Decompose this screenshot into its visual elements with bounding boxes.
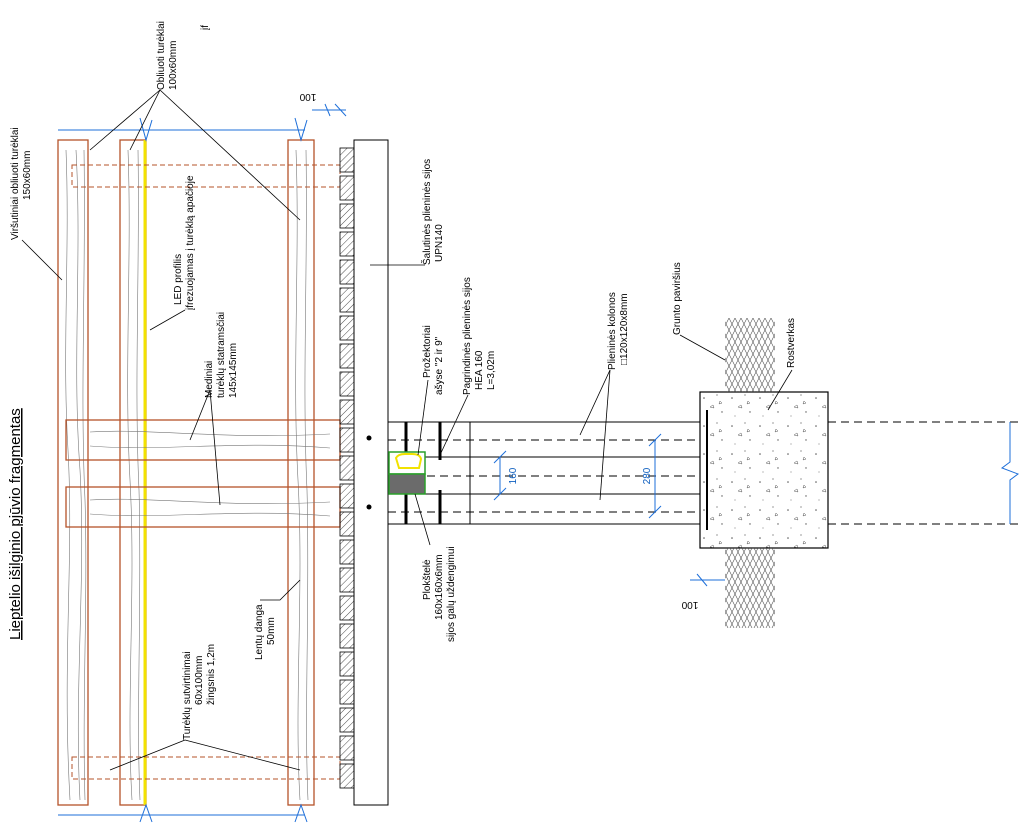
dim-100-bottom: 100 [681,599,698,610]
deck-planks [339,147,355,789]
dim-160: 160 [508,467,519,484]
label-lentu-1: Lentų danga [254,604,265,660]
label-plokstele-3: sijos galų uždengimui [446,546,457,642]
label-obliuoti-1: Obliuoti turėklai [156,21,167,90]
label-salutines-2: UPN140 [434,224,445,262]
railing-group [57,117,341,823]
upn140-beam [353,139,389,806]
dimensions: 160 280 100 100 [299,91,725,610]
bolt-icon [366,504,372,510]
foundation [699,318,1022,628]
label-pagrindines-1: Pagrindinės plieninės sijos [462,277,473,395]
label-salutines-1: Šalutinės plieninės sijos [420,159,433,265]
label-mediniai-1: Mediniai [204,361,215,398]
label-mediniai-3: 145x145mm [228,343,239,398]
cover-plate [388,473,426,495]
label-prozektoriai-2: ašyse "2 ir 9" [434,336,445,395]
label-plokstele-2: 160x160x6mm [434,554,445,620]
label-kolonos-2: □120x120x8mm [619,293,630,365]
label-rostverkas: Rostverkas [786,318,797,368]
label-virsutiniai-2: 150x60mm [22,151,33,200]
dim-100-top: 100 [299,91,316,102]
label-kolonos-1: Plieninės kolonos [607,292,618,370]
label-led-1: LED profilis [173,254,184,305]
label-mediniai-2: turėklų statramsčiai [216,312,227,398]
label-plokstele-1: Plokštelė [422,559,433,600]
top-rail-150x60 [57,139,89,806]
label-pagrindines-2: HEA 160 [474,350,485,390]
label-prozektoriai-1: Prožektoriai [422,325,433,378]
steel-structure [353,139,700,806]
label-pagrindines-3: L=3,02m [486,351,497,390]
soil-top [725,318,775,392]
reinforcement-bottom [71,756,341,780]
label-lentu-2: 50mm [266,617,277,645]
rail-100x60-outer [287,139,315,806]
bolt-icon [366,435,372,441]
reinforcement-top [71,164,341,188]
projector-icon [394,453,423,469]
label-sutvirtinimai-2: 60x100mm [194,656,205,705]
dim-280: 280 [642,467,653,484]
label-sutvirtinimai-3: žingsnis 1,2m [206,644,217,705]
labels: Lieptelio išilginio pjūvio fragmentas Vi… [7,21,797,740]
label-grunto: Grunto paviršius [672,262,683,335]
leaders [21,89,793,771]
rail-100x60-inner [119,139,147,806]
label-virsutiniai-1: Viršutiniai obliuoti turėklai [10,127,21,240]
label-obliuoti-2: 100x60mm [168,41,179,90]
label-led-top: įf [200,25,211,30]
label-led-2: įfrezuojamas į turėklą apačioje [185,175,196,310]
rostverkas-block [699,391,829,549]
soil-bottom [725,548,775,628]
label-sutvirtinimai-1: Turėklų sutvirtinimai [182,651,193,740]
drawing-title: Lieptelio išilginio pjūvio fragmentas [7,408,24,640]
